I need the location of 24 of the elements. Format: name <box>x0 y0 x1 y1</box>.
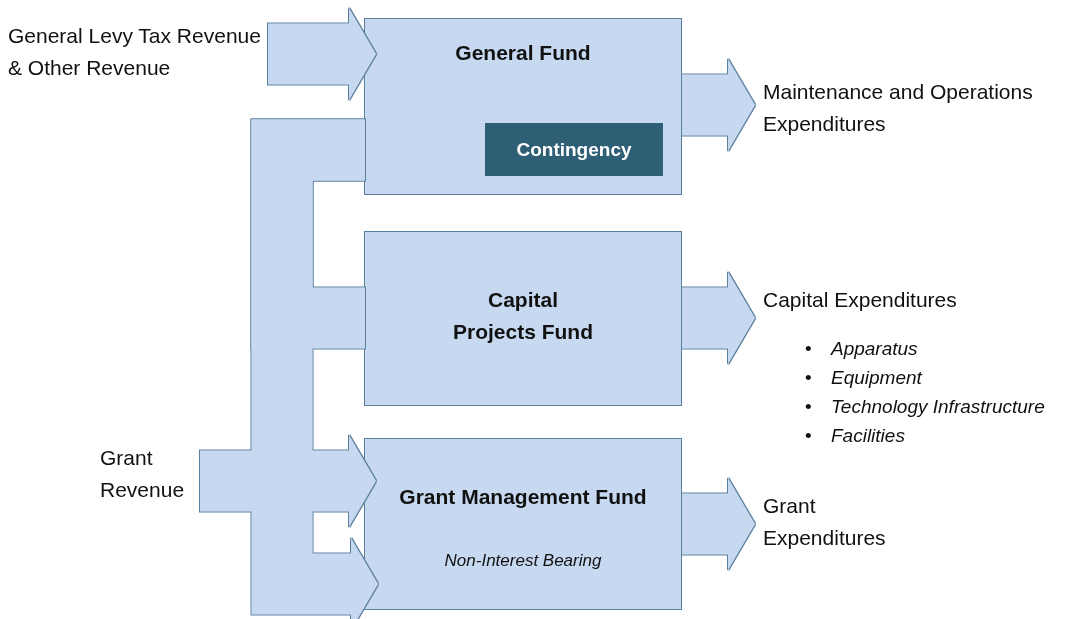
block-arrow <box>682 59 755 151</box>
revenue-label: General Levy Tax Revenue & Other Revenue <box>8 20 268 83</box>
fund-note: Non-Interest Bearing <box>443 551 603 571</box>
list-item: Technology Infrastructure <box>831 395 1045 419</box>
bullet-mark: • <box>805 424 812 448</box>
list-item: Apparatus <box>831 337 918 361</box>
fund-box <box>364 438 682 610</box>
block-arrow <box>682 478 755 570</box>
contingency-box: Contingency <box>485 123 663 176</box>
list-item: Equipment <box>831 366 922 390</box>
revenue-label: Grant Revenue <box>100 442 200 505</box>
expenditure-label: Maintenance and Operations Expenditures <box>763 76 1081 139</box>
bullet-mark: • <box>805 337 812 361</box>
list-item: Facilities <box>831 424 905 448</box>
expenditure-label: Capital Expenditures <box>763 284 1081 316</box>
bullet-mark: • <box>805 395 812 419</box>
fund-title: Grant Management Fund <box>398 484 648 510</box>
fund-title: General Fund <box>454 40 592 66</box>
expenditure-label: Grant Expenditures <box>763 490 893 553</box>
fund-box <box>364 18 682 195</box>
bullet-mark: • <box>805 366 812 390</box>
fund-box <box>364 231 682 406</box>
fund-title: Capital Projects Fund <box>452 287 594 345</box>
block-arrow <box>682 272 755 364</box>
